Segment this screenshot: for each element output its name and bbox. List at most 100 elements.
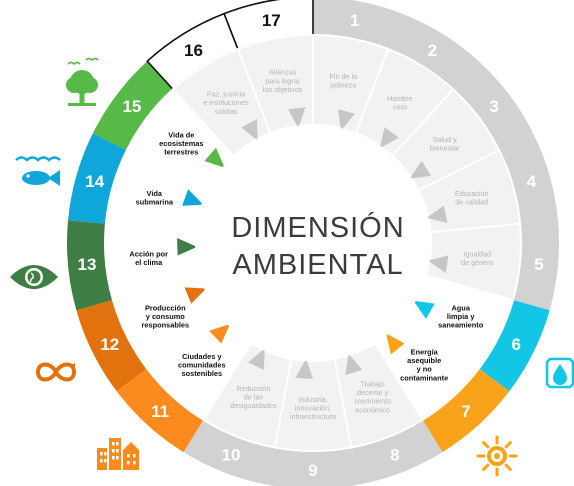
segment-pointer-7 (385, 333, 405, 355)
segment-pointer-8 (345, 353, 363, 376)
segment-number-9: 9 (308, 461, 317, 480)
segment-13: 13 (67, 220, 201, 311)
fish-waves-icon (15, 156, 61, 186)
segment-label-line: Producción (145, 303, 186, 312)
segment-label-line: pobreza (330, 81, 356, 90)
center-circle (195, 125, 431, 361)
segment-number-7: 7 (461, 402, 470, 421)
segment-label-line: Trabajo (361, 380, 385, 389)
segment-label-line: sostenibles (181, 369, 222, 378)
segment-label-line: Hambre (387, 94, 413, 103)
segment-label-line: para lograr (265, 76, 300, 85)
segment-label-line: Reducción (236, 384, 270, 393)
segment-pointer-11 (209, 323, 230, 344)
segment-ring-2 (388, 13, 479, 90)
segment-label-line: cero (393, 103, 407, 112)
segment-pointer-17 (288, 107, 306, 128)
segment-ring-8 (351, 419, 443, 485)
segment-label-line: limpia y (447, 312, 475, 321)
segment-number-4: 4 (527, 172, 537, 191)
segment-label-line: decente y (357, 388, 389, 397)
segment-pointer-9 (295, 358, 313, 379)
segment-label-line: Igualdad (464, 249, 492, 258)
segment-ring-13 (67, 220, 113, 311)
water-drop-icon (545, 357, 574, 389)
segment-ring-12 (76, 299, 148, 392)
segment-ring-5 (513, 220, 559, 311)
segment-label-line: innovación, (295, 404, 331, 413)
segment-label-line: de género (461, 258, 493, 267)
segment-5: 5 (425, 220, 559, 311)
segment-ring-4 (499, 133, 558, 224)
segment-label-line: comunidades (178, 360, 226, 369)
segment-number-11: 11 (151, 402, 169, 421)
segment-label-line: Ciudades y (182, 352, 222, 361)
segment-ring-6 (478, 299, 550, 392)
segment-ring-10 (183, 419, 275, 485)
segment-number-8: 8 (390, 446, 399, 465)
segment-label-line: Industria, (298, 395, 328, 404)
segment-number-6: 6 (511, 335, 520, 354)
segment-label-line: de las (244, 392, 264, 401)
segment-pointer-12 (184, 287, 207, 304)
segment-number-14: 14 (85, 172, 104, 191)
segment-number-10: 10 (222, 446, 241, 465)
segment-label-line: y consumo (146, 312, 185, 321)
segment-number-12: 12 (100, 335, 119, 354)
city-buildings-icon (97, 438, 139, 470)
segment-label-line: Vida de (168, 131, 194, 140)
segment-pointer-13 (177, 237, 198, 256)
segment-label-line: los objetivos (263, 85, 303, 94)
segment-pointer-2 (379, 127, 399, 149)
segment-9: 9 (267, 357, 359, 486)
segment-label-line: Acción por (129, 249, 168, 258)
segment-pointer-14 (182, 189, 204, 206)
segment-label-line: Agua (451, 303, 470, 312)
eye-globe-icon (10, 265, 58, 289)
segment-label-line: ecosistemas (159, 139, 203, 148)
segment-number-2: 2 (428, 41, 437, 60)
segment-label-line: Alianzas (269, 68, 297, 77)
segment-15: 15 (92, 61, 235, 192)
segment-ring-9 (267, 447, 359, 486)
sun-icon (476, 435, 518, 477)
segment-label-line: Salud y (433, 135, 457, 144)
segment-label-line: el clima (135, 258, 163, 267)
segment-label-line: Educación (455, 189, 489, 198)
segment-label-line: terrestres (164, 148, 198, 157)
segment-ring-11 (116, 368, 204, 453)
segment-label-line: Vida (147, 189, 163, 198)
segment-label-line: Paz, justicia (207, 90, 245, 99)
segment-ring-15 (92, 61, 173, 151)
center-title-line2: AMBIENTAL (232, 249, 403, 281)
segment-label-line: e instituciones (203, 98, 249, 107)
segment-number-13: 13 (78, 255, 97, 274)
segment-number-3: 3 (489, 97, 498, 116)
segment-number-1: 1 (350, 11, 359, 30)
pointers-layer (177, 107, 449, 379)
segment-ring-7 (422, 368, 510, 453)
segment-pointer-16 (241, 119, 258, 141)
segment-number-17: 17 (262, 11, 281, 30)
tree-birds-icon (66, 57, 99, 106)
segment-pointer-3 (409, 161, 432, 179)
segment-label-line: Energía (411, 348, 439, 357)
segment-label-line: responsables (141, 321, 189, 330)
segment-label-line: saneamiento (438, 321, 484, 330)
segment-pointer-10 (247, 348, 265, 370)
segment-label-line: submarina (136, 198, 174, 207)
